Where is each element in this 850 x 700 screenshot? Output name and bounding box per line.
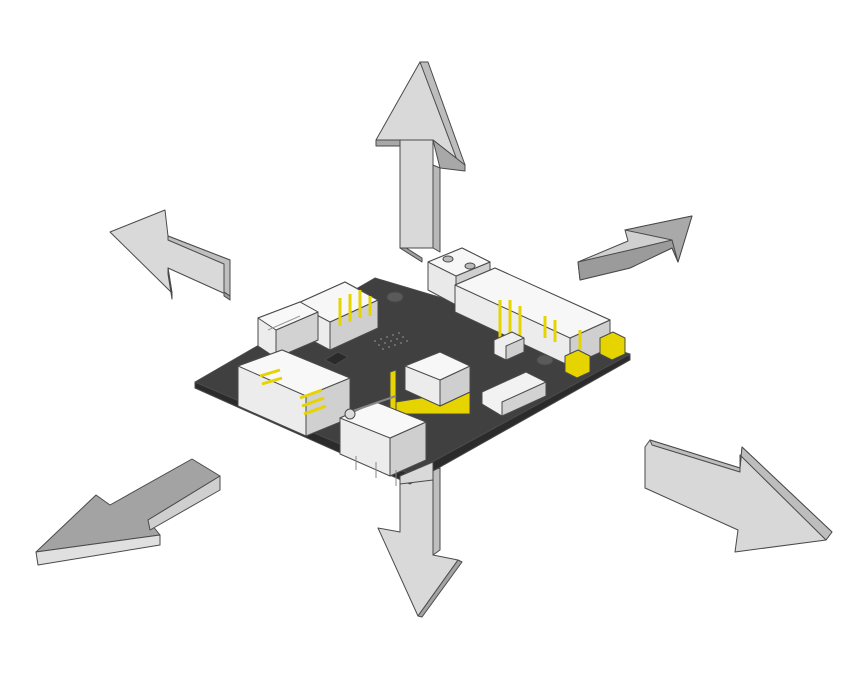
arrow-up — [375, 61, 466, 263]
pcb-board — [194, 247, 631, 486]
ic-pad-grid — [374, 332, 408, 350]
arrow-up-left — [109, 209, 231, 301]
yellow-components — [564, 331, 626, 379]
small-chip — [324, 351, 349, 366]
small-header — [493, 331, 525, 361]
arrow-down-right — [644, 439, 833, 553]
connector-left — [257, 301, 319, 359]
connector-group-bottom-left — [237, 349, 351, 437]
connector-group-top-right — [454, 267, 611, 367]
side-connector — [481, 371, 547, 417]
mount-hole — [536, 354, 554, 366]
arrow-down — [377, 467, 463, 618]
mount-hole — [386, 291, 404, 303]
arrow-down-stem-top — [399, 461, 434, 485]
central-switch — [389, 351, 471, 415]
arrow-up-right — [577, 215, 693, 281]
arrow-down-left — [35, 458, 221, 566]
limit-switch — [339, 395, 427, 486]
